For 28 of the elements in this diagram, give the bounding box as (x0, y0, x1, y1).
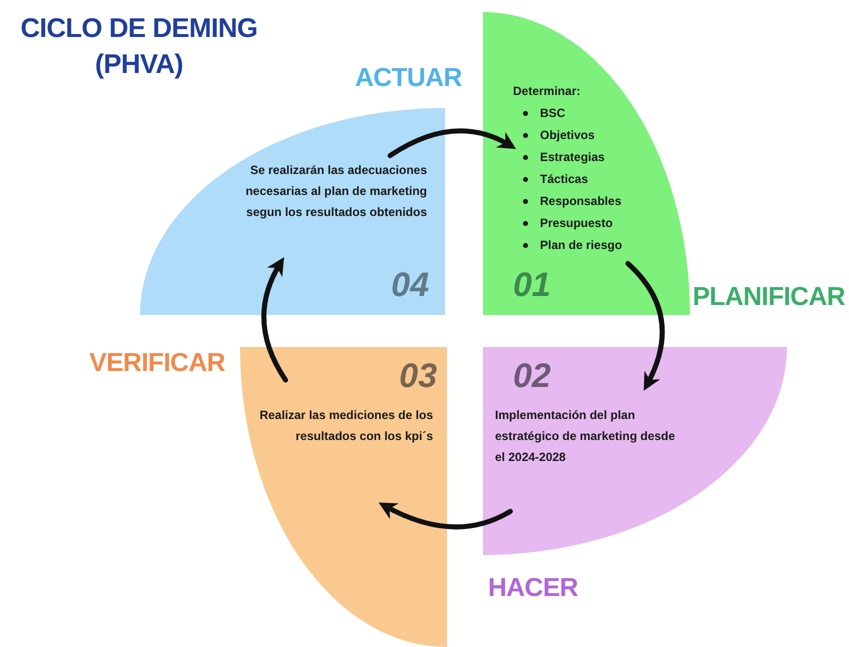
curved-arrow (625, 261, 665, 391)
description-text: Implementación del plan estratégico de marketing desde el 2024-2028 (495, 407, 676, 466)
quadrant-panel (140, 108, 445, 315)
bullet-item: BSC (523, 106, 566, 120)
bullet-item: Presupuesto (523, 216, 613, 230)
quadrant-panel (483, 12, 690, 315)
curved-arrow (378, 502, 513, 530)
curved-arrow (388, 128, 516, 158)
bullet-item: Objetivos (523, 128, 595, 142)
quadrant-panel (483, 347, 787, 555)
stage-label: HACER (488, 572, 578, 603)
quadrant-panel (240, 347, 447, 647)
bullet-item: Estrategias (523, 150, 605, 164)
step-number: 02 (513, 359, 551, 393)
description-text: Realizar las mediciones de los resultados con los kpi´s (258, 407, 433, 445)
bullet-item: Plan de riesgo (523, 238, 622, 252)
bullet-item: Tácticas (523, 172, 588, 186)
step-number: 01 (513, 268, 551, 302)
diagram-title: CICLO DE DEMING (PHVA) (19, 12, 258, 82)
stage-label: VERIFICAR (89, 347, 225, 378)
bullet-item: Responsables (523, 194, 622, 208)
intro-text: Determinar: (513, 84, 580, 98)
description-text: Se realizarán las adecuaciones necesarias al plan de marketing segun los resultados obtenidos (244, 162, 427, 221)
stage-label: PLANIFICAR (692, 281, 845, 312)
stage-label: ACTUAR (355, 62, 462, 93)
step-number: 04 (391, 268, 429, 302)
step-number: 03 (399, 359, 437, 393)
curved-arrow (261, 256, 288, 382)
